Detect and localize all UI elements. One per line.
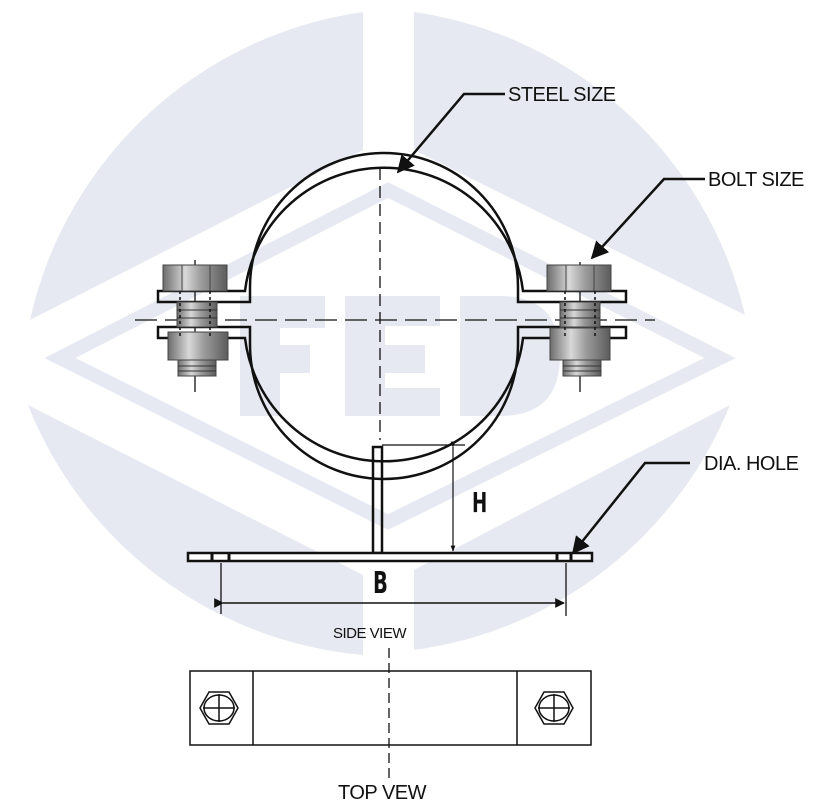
top-view-left-nut-icon [199, 691, 239, 725]
watermark-quadrant-bottom-left [28, 405, 363, 655]
watermark-quadrant-top-right [414, 12, 745, 315]
watermark-quadrant-bottom-right [414, 405, 730, 650]
side-view-label: SIDE VIEW [333, 625, 407, 642]
top-view-drawing [189, 648, 592, 780]
left-bolt-assembly [162, 264, 229, 377]
leader-lines [396, 92, 705, 555]
top-view-right-nut-icon [534, 691, 574, 725]
callout-steel-size: STEEL SIZE [508, 84, 616, 106]
dimension-label-h: H [472, 486, 488, 519]
watermark-diamond [44, 182, 736, 530]
top-view-label: TOP VEW [338, 782, 427, 804]
stem-and-base [186, 445, 594, 563]
dimension-lines [214, 441, 567, 616]
clamp-ring [156, 151, 628, 481]
watermark-letters [240, 296, 560, 416]
callout-bolt-size: BOLT SIZE [708, 169, 804, 191]
watermark-logo [28, 12, 745, 655]
right-bolt-assembly [546, 264, 612, 377]
watermark-quadrant-top-left [30, 12, 363, 320]
callout-dia-hole: DIA. HOLE [704, 453, 799, 475]
dimension-label-b: B [373, 566, 388, 601]
